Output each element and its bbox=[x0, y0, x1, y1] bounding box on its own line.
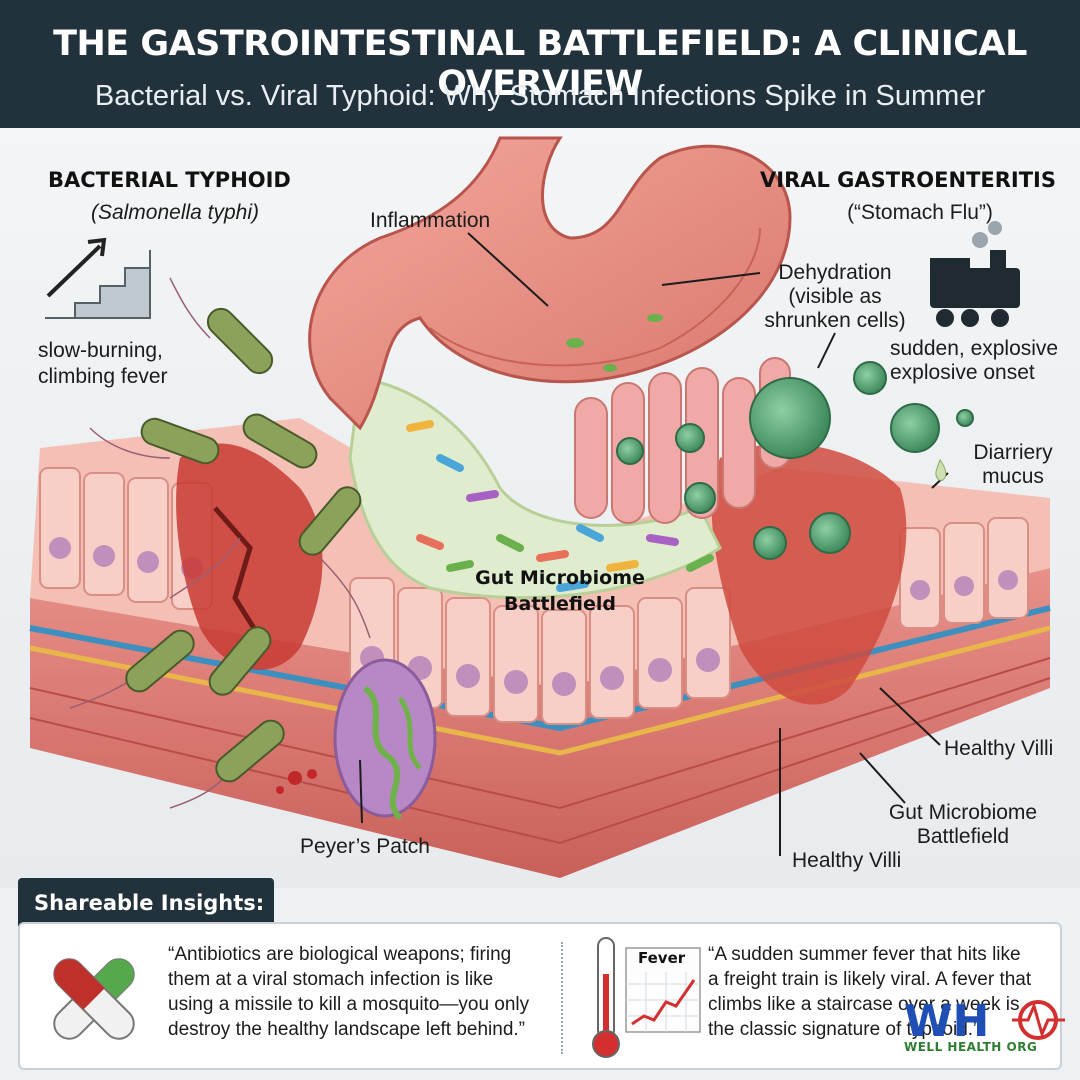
antibiotics-quote-line1: “Antibiotics are biological weapons; fir… bbox=[168, 944, 512, 965]
well-health-logo: WH bbox=[904, 996, 1065, 1047]
microbiome-center-label-2: Battlefield bbox=[504, 593, 616, 615]
page-subtitle: Bacterial vs. Viral Typhoid: Why Stomach… bbox=[94, 80, 986, 112]
inflamed-ulcer-zone bbox=[176, 443, 323, 670]
diarrhea-label-1: Diarriery bbox=[973, 441, 1053, 464]
diarrhea-label-2: mucus bbox=[982, 465, 1044, 488]
pill-capsules-icon bbox=[53, 958, 135, 1040]
fever-quote-line3: climbs like a staircase over a week is bbox=[708, 994, 1020, 1015]
fever-quote-line1: “A sudden summer fever that hits like bbox=[708, 944, 1021, 965]
header-banner: THE GASTROINTESTINAL BATTLEFIELD: A CLIN… bbox=[0, 0, 1080, 128]
microbiome-right-label-2: Battlefield bbox=[916, 825, 1010, 848]
viral-gastroenteritis-heading: VIRAL GASTROENTERITIS bbox=[760, 168, 1056, 192]
antibiotics-quote-line3: using a missile to kill a mosquito—you o… bbox=[168, 994, 530, 1015]
thermometer-fever-icon bbox=[592, 937, 701, 1058]
viral-alias-label: (“Stomach Flu”) bbox=[847, 201, 993, 224]
fever-quote-line4: the classic signature of typhoid.” bbox=[708, 1019, 980, 1040]
microbiome-right-label-1: Gut Microbiome bbox=[888, 801, 1038, 824]
salmonella-bacteria bbox=[69, 277, 371, 809]
fever-quote-line2: a freight train is likely viral. A fever… bbox=[708, 969, 1032, 990]
healthy-villi-label-1: Healthy Villi bbox=[944, 737, 1054, 760]
insights-title: Shareable Insights: bbox=[18, 878, 274, 928]
antibiotics-quote-line2: them at a viral stomach infection is lik… bbox=[168, 969, 494, 990]
viral-onset-line2: explosive onset bbox=[890, 361, 1035, 384]
microbiome-center-label-1: Gut Microbiome bbox=[475, 567, 645, 589]
virus-particles bbox=[616, 361, 974, 560]
dehydration-label-2: (visible as bbox=[788, 285, 882, 308]
staircase-icon bbox=[45, 237, 151, 319]
train-icon bbox=[930, 221, 1020, 327]
viral-onset-line1: sudden, explosive bbox=[890, 337, 1059, 360]
dehydration-label-3: shrunken cells) bbox=[764, 309, 906, 332]
insights-panel: “Antibiotics are biological weapons; fir… bbox=[18, 922, 1062, 1070]
mucus-drop bbox=[935, 458, 947, 481]
page-title: THE GASTROINTESTINAL BATTLEFIELD: A CLIN… bbox=[53, 24, 1027, 104]
logo-mark: WH bbox=[904, 996, 989, 1047]
inflammation-label: Inflammation bbox=[370, 209, 491, 232]
gut-lumen-microbiome bbox=[348, 376, 722, 600]
bacterial-typhoid-heading: BACTERIAL TYPHOID bbox=[48, 168, 291, 192]
insights-divider bbox=[561, 942, 563, 1054]
antibiotics-quote-line4: destroy the healthy landscape left behin… bbox=[168, 1019, 526, 1040]
label-leader-lines bbox=[359, 232, 949, 856]
dehydration-label-1: Dehydration bbox=[778, 261, 892, 284]
stomach-organ bbox=[308, 136, 792, 431]
bacterial-organism-label: (Salmonella typhi) bbox=[90, 201, 260, 224]
bacterial-fever-line2: climbing fever bbox=[38, 365, 168, 388]
viral-damage-zone bbox=[711, 443, 907, 705]
healthy-villi-label-2: Healthy Villi bbox=[792, 849, 902, 872]
peyers-patch-node bbox=[333, 658, 437, 821]
logo-name: WELL HEALTH ORG bbox=[904, 1040, 1038, 1054]
peyers-patch-label: Peyer’s Patch bbox=[300, 835, 430, 858]
bacterial-fever-line1: slow-burning, bbox=[38, 339, 163, 362]
blood-drops bbox=[276, 769, 317, 794]
thermometer-fever-label: Fever bbox=[638, 949, 686, 967]
gut-illustration bbox=[0, 128, 1080, 888]
